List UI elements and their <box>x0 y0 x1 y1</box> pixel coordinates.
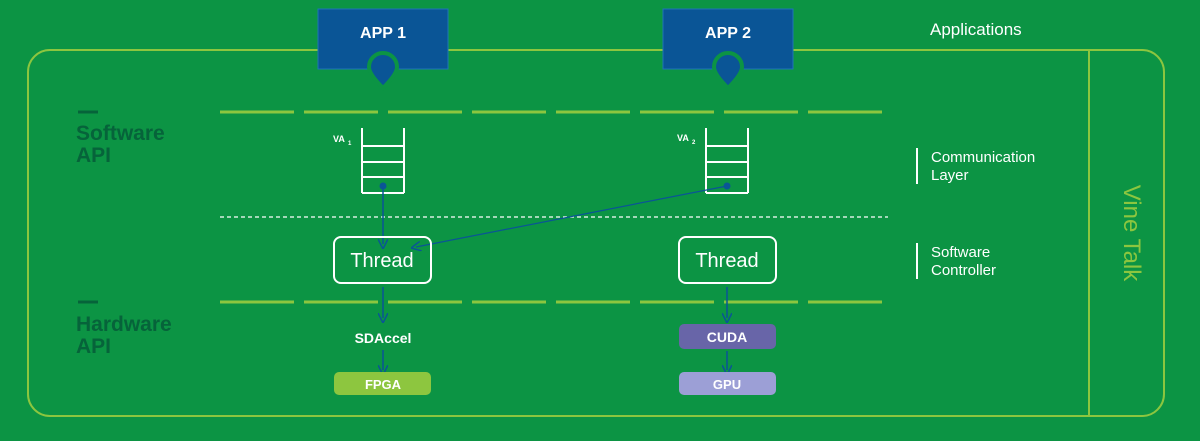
va2-queue: VA 2 <box>677 128 749 194</box>
va2-to-thread1-arrow <box>416 185 728 247</box>
va2-label: VA <box>677 133 689 143</box>
app2-label: APP 2 <box>705 25 751 42</box>
va2-subscript: 2 <box>692 140 696 146</box>
hardware-api-label-line2: API <box>76 335 111 358</box>
sw-controller-label-line2: Controller <box>931 262 996 279</box>
fpga-node: FPGA <box>334 372 431 395</box>
cuda-node: CUDA <box>679 324 776 349</box>
fpga-label: FPGA <box>365 377 402 392</box>
app1-pin-icon <box>366 51 400 91</box>
cuda-label: CUDA <box>707 329 747 345</box>
software-api-label-line1: Software <box>76 122 165 145</box>
va1-queue: VA 1 <box>333 128 405 194</box>
va1-label: VA <box>333 134 345 144</box>
thread2-label: Thread <box>695 250 758 272</box>
comm-layer-label-line1: Communication <box>931 149 1035 166</box>
gpu-node: GPU <box>679 372 776 395</box>
thread1-label: Thread <box>350 250 413 272</box>
sw-controller-label-line1: Software <box>931 244 990 261</box>
sdaccel-label: SDAccel <box>355 330 412 346</box>
thread2-node: Thread <box>678 236 777 284</box>
vinetalk-frame <box>27 49 1165 417</box>
comm-layer-label-line2: Layer <box>931 167 969 184</box>
vinetalk-label: Vine Talk <box>1118 185 1145 283</box>
hardware-api-label-line1: Hardware <box>76 313 172 336</box>
thread1-node: Thread <box>333 236 432 284</box>
app2-node: APP 2 <box>662 8 794 91</box>
app2-pin-icon <box>711 51 745 91</box>
gpu-label: GPU <box>713 377 741 392</box>
applications-label: Applications <box>930 20 1022 39</box>
app1-node: APP 1 <box>317 8 449 91</box>
software-api-label-line2: API <box>76 144 111 167</box>
va1-subscript: 1 <box>348 141 352 147</box>
app1-label: APP 1 <box>360 25 406 42</box>
